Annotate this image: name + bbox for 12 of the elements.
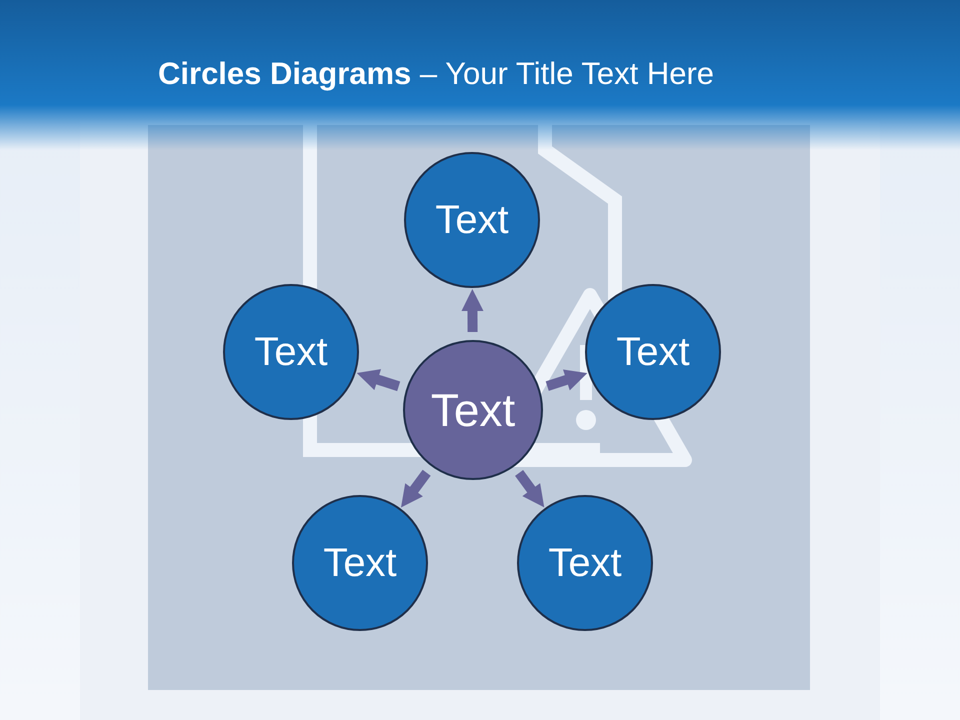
block-arrow	[356, 369, 400, 392]
circle-label: Text	[323, 540, 397, 586]
slide-title: Circles Diagrams – Your Title Text Here	[158, 56, 714, 92]
circle-label: Text	[616, 330, 690, 374]
circle-label: Text	[430, 383, 516, 437]
circle-label: Text	[254, 330, 328, 374]
block-arrow	[401, 470, 431, 508]
circle-label: Text	[435, 198, 509, 242]
circle-label: Text	[548, 540, 622, 586]
block-arrow	[515, 470, 544, 508]
block-arrow	[546, 369, 588, 391]
block-arrow	[461, 289, 484, 332]
